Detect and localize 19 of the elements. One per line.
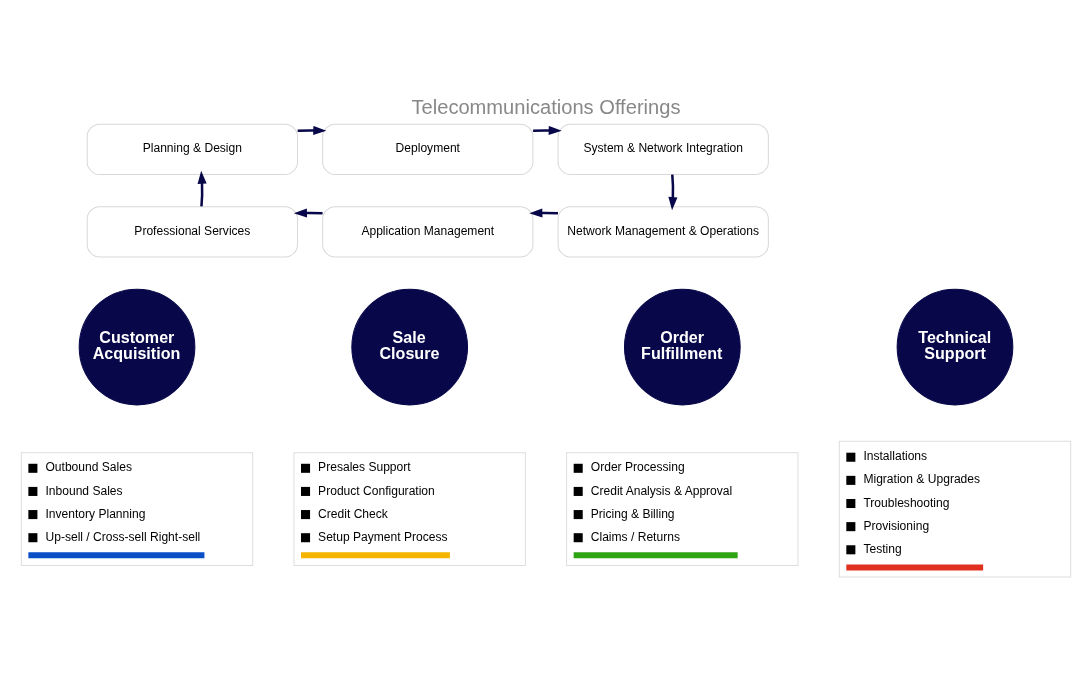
diagram-title: Telecommunications Offerings	[411, 96, 680, 119]
node-box: Network Management & Operations	[557, 206, 769, 258]
node-circle: Technical Support	[896, 288, 1013, 406]
node-box: Professional Services	[86, 206, 298, 258]
arrow	[197, 170, 207, 207]
arrow	[297, 125, 326, 136]
node-box: Installations Migration & Upgrades Troubleshooting Provisioning Testing	[838, 440, 1071, 578]
arrow	[667, 174, 678, 211]
node-box: System & Network Integration	[557, 123, 769, 175]
node-box: Order Processing Credit Analysis & Approval Pricing & Billing Claims / Returns	[565, 452, 799, 566]
node-box: Planning & Design	[86, 123, 298, 175]
arrow	[532, 125, 562, 136]
node-circle: Order Fulfillment	[623, 288, 741, 406]
node-box: Presales Support Product Configuration Credit Check Setup Payment Process	[292, 452, 526, 566]
node-circle: Sale Closure	[350, 288, 468, 406]
node-box: Outbound Sales Inbound Sales Inventory Planning Up-sell / Cross-sell Right-sell	[20, 452, 253, 566]
node-box: Application Management	[321, 206, 533, 258]
node-circle: Customer Acquisition	[78, 288, 195, 406]
node-box: Deployment	[321, 123, 533, 175]
